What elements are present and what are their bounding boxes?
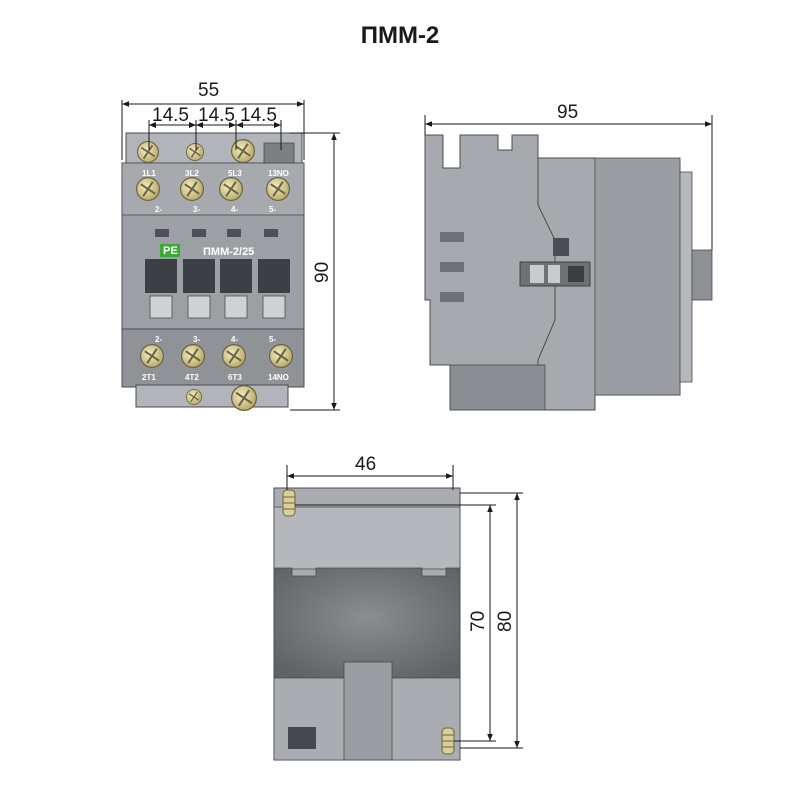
- terminal-label: 2T1: [142, 373, 156, 382]
- terminal-label: 6T3: [228, 373, 242, 382]
- screw-icon: [231, 385, 257, 411]
- terminal-label: 3L2: [185, 169, 199, 178]
- front-view: PE ПММ-2/25 1L1 3L2 5L3 13NO 2-: [121, 80, 340, 411]
- screw-icon: [222, 344, 246, 368]
- screw-icon: [137, 141, 159, 163]
- terminal-sublabel: 3-: [193, 335, 200, 344]
- terminal-sublabel: 2-: [155, 205, 162, 214]
- mount-screw-icon: [441, 727, 455, 755]
- terminal-label: 14NO: [268, 373, 289, 382]
- page-title: ПММ-2: [360, 22, 440, 49]
- dim-pitch: 14.5: [152, 105, 189, 126]
- terminal-label: 1L1: [142, 169, 156, 178]
- terminal-sublabel: 3-: [193, 205, 200, 214]
- screw-icon: [266, 177, 290, 201]
- screw-icon: [231, 139, 255, 163]
- terminal-sublabel: 5-: [269, 335, 276, 344]
- dim-height: 90: [312, 262, 333, 283]
- screw-icon: [180, 177, 204, 201]
- terminal-label: 5L3: [228, 169, 242, 178]
- screw-icon: [186, 389, 202, 405]
- screw-icon: [181, 344, 205, 368]
- side-view: 95: [424, 102, 713, 411]
- mount-screw-icon: [282, 489, 296, 517]
- model-label: ПММ-2/25: [203, 246, 254, 258]
- bottom-view: 46 70 80: [273, 454, 523, 761]
- dim-bottom-height: 80: [495, 611, 516, 632]
- screw-icon: [186, 143, 204, 161]
- terminal-sublabel: 5-: [269, 205, 276, 214]
- terminal-label: 13NO: [268, 169, 289, 178]
- dim-depth: 95: [557, 102, 578, 123]
- dim-pitch: 14.5: [240, 105, 277, 126]
- terminal-sublabel: 4-: [231, 205, 238, 214]
- terminal-label: 4T2: [185, 373, 199, 382]
- terminal-sublabel: 4-: [231, 335, 238, 344]
- screw-icon: [219, 177, 243, 201]
- brand-mark: PE: [163, 245, 178, 257]
- brand-logo: [160, 244, 180, 257]
- screw-icon: [136, 177, 160, 201]
- dim-pitch: 14.5: [198, 105, 235, 126]
- contact-windows: [145, 259, 290, 319]
- screw-icon: [140, 344, 164, 368]
- dim-mount: 70: [468, 611, 489, 632]
- terminal-sublabel: 2-: [155, 335, 162, 344]
- dim-bottom-width: 46: [355, 454, 376, 475]
- screw-icon: [269, 344, 293, 368]
- dim-width: 55: [198, 80, 219, 101]
